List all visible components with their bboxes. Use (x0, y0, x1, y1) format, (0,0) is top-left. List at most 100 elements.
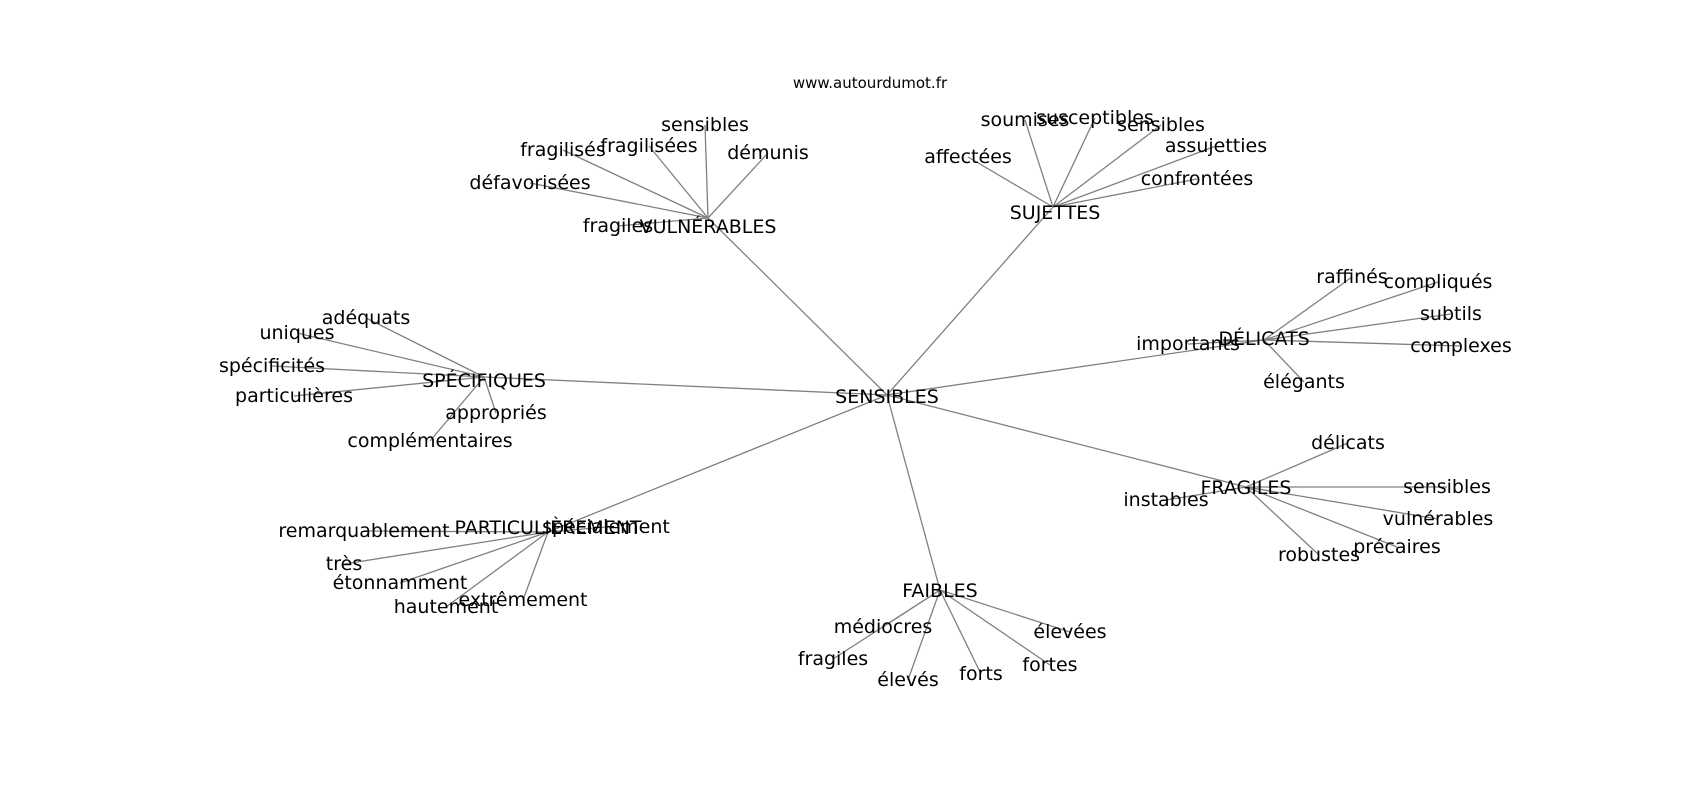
leaf-edge (704, 124, 709, 219)
root-edge (886, 206, 1054, 396)
group-node-label: VULNÉRABLES (640, 215, 777, 238)
root-node-label: SENSIBLES (835, 386, 939, 408)
leaf-edge (1263, 281, 1439, 341)
leaf-edge (939, 589, 1071, 633)
leaf-edge (939, 589, 1051, 666)
leaf-edge (967, 156, 1054, 208)
leaf-edge (529, 182, 709, 219)
leaf-edge (617, 217, 709, 227)
leaf-node-label: fortes (1022, 654, 1077, 676)
leaf-edge (1052, 117, 1096, 208)
leaf-edge (522, 531, 549, 601)
root-edge (483, 376, 888, 396)
leaf-node-label: fragiles (798, 648, 868, 670)
leaf-node-label: sensibles (1403, 476, 1491, 498)
group-node-label: DÉLICATS (1218, 327, 1309, 350)
leaf-edge (1052, 124, 1162, 208)
leaf-edge (1187, 339, 1265, 345)
root-edge (886, 339, 1265, 396)
leaf-edge (1245, 486, 1439, 520)
leaf-node-label: complémentaires (347, 430, 512, 452)
leaf-node-label: hautement (394, 596, 499, 618)
leaf-edge (1052, 145, 1217, 208)
group-node-label: SUJETTES (1010, 202, 1101, 224)
leaf-edge (365, 317, 485, 378)
leaf-edge (707, 152, 769, 219)
leaf-edge (562, 149, 709, 219)
leaf-node-label: soumises (981, 109, 1070, 131)
leaf-node-label: précaires (1353, 536, 1441, 558)
leaf-node-label: instables (1123, 489, 1208, 511)
leaf-node-label: raffinés (1316, 266, 1387, 288)
leaf-edge (1165, 486, 1247, 501)
leaf-node-label: assujetties (1165, 135, 1267, 157)
leaf-edge (429, 376, 485, 442)
leaf-node-label: complexes (1410, 335, 1512, 357)
leaf-edge (399, 531, 549, 584)
leaf-edge (1263, 313, 1452, 341)
leaf-node-label: importants (1136, 333, 1240, 355)
labels: SENSIBLESVULNÉRABLESsensiblesfragilisésf… (219, 107, 1512, 691)
leaf-edge (271, 365, 485, 378)
leaf-node-label: susceptibles (1036, 107, 1154, 129)
leaf-node-label: appropriés (445, 402, 547, 424)
leaf-node-label: particulières (235, 385, 353, 407)
leaf-node-label: délicats (1311, 432, 1385, 454)
leaf-node-label: démunis (727, 142, 809, 164)
leaf-edge (939, 589, 982, 675)
leaf-edge (648, 145, 709, 219)
leaf-node-label: élevées (1033, 621, 1106, 643)
edges (271, 117, 1462, 681)
leaf-node-label: étonnamment (333, 572, 468, 594)
leaf-node-label: très (326, 553, 362, 575)
leaf-node-label: élevés (877, 669, 939, 691)
leaf-edge (445, 531, 549, 608)
leaf-node-label: fragiles (583, 215, 653, 237)
leaf-edge (832, 589, 941, 660)
leaf-node-label: spécificités (219, 355, 325, 377)
leaf-node-label: spécialement (542, 516, 670, 538)
leaf-node-label: sensibles (1117, 114, 1205, 136)
leaf-node-label: forts (959, 663, 1002, 685)
root-edge (886, 394, 1247, 488)
leaf-edge (1263, 339, 1462, 347)
leaf-edge (547, 526, 607, 533)
leaf-node-label: élégants (1263, 371, 1345, 393)
source-label: www.autourdumot.fr (793, 74, 948, 92)
group-node-label: FAIBLES (902, 580, 977, 602)
leaf-edge (293, 376, 485, 397)
leaf-edge (1245, 486, 1320, 556)
leaf-edge (363, 530, 549, 533)
leaf-edge (907, 589, 941, 681)
leaf-edge (1245, 486, 1398, 548)
root-edge (707, 217, 888, 396)
root-edge (886, 394, 941, 591)
leaf-node-label: adéquats (322, 307, 411, 329)
leaf-node-label: médiocres (834, 616, 933, 638)
leaf-edge (343, 531, 549, 565)
group-node-label: PARTICULIÈREMENT (454, 516, 641, 539)
leaf-node-label: remarquablement (278, 520, 449, 542)
leaf-edge (1024, 119, 1054, 208)
leaf-node-label: affectées (924, 146, 1012, 168)
root-edge (547, 394, 888, 533)
leaf-node-label: uniques (259, 322, 334, 344)
group-node-label: FRAGILES (1200, 477, 1291, 499)
leaf-node-label: fragilisés (520, 139, 606, 161)
leaf-edge (1052, 178, 1198, 208)
leaf-node-label: sensibles (661, 114, 749, 136)
leaf-edge (296, 332, 485, 378)
leaf-node-label: confrontées (1141, 168, 1254, 190)
leaf-edge (1245, 442, 1349, 488)
leaf-edge (1263, 276, 1353, 341)
leaf-node-label: subtils (1420, 303, 1482, 325)
leaf-node-label: fragilisées (600, 135, 697, 157)
leaf-node-label: défavorisées (469, 172, 590, 194)
leaf-edge (483, 376, 497, 414)
leaf-edge (1263, 339, 1305, 383)
leaf-node-label: compliqués (1384, 271, 1493, 293)
leaf-node-label: extrêmement (458, 589, 587, 611)
group-node-label: SPÉCIFIQUES (422, 369, 546, 392)
leaf-node-label: vulnérables (1383, 508, 1494, 530)
